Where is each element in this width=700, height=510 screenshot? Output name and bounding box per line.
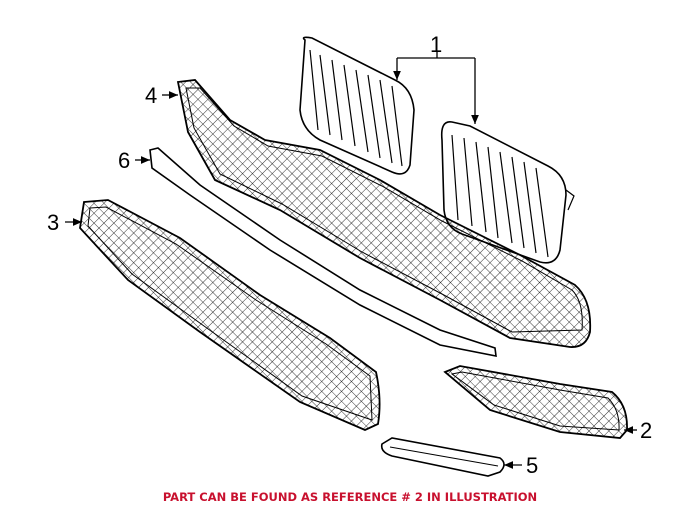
callout-2: 2 bbox=[640, 418, 652, 443]
callout-3: 3 bbox=[47, 210, 59, 235]
callout-6: 6 bbox=[118, 148, 130, 173]
reference-caption: PART CAN BE FOUND AS REFERENCE # 2 IN IL… bbox=[162, 490, 538, 504]
callout-1: 1 bbox=[430, 32, 442, 57]
trim-strip bbox=[149, 147, 497, 357]
callout-4: 4 bbox=[145, 83, 157, 108]
right-kidney-grille bbox=[440, 121, 575, 264]
lower-side-grille bbox=[443, 365, 628, 439]
callout-5: 5 bbox=[526, 453, 538, 478]
upper-mesh-grille bbox=[176, 79, 592, 348]
leader-lines bbox=[65, 52, 637, 469]
trim-molding bbox=[380, 437, 505, 477]
lower-center-mesh-grille bbox=[79, 199, 381, 431]
left-kidney-grille bbox=[299, 36, 415, 175]
